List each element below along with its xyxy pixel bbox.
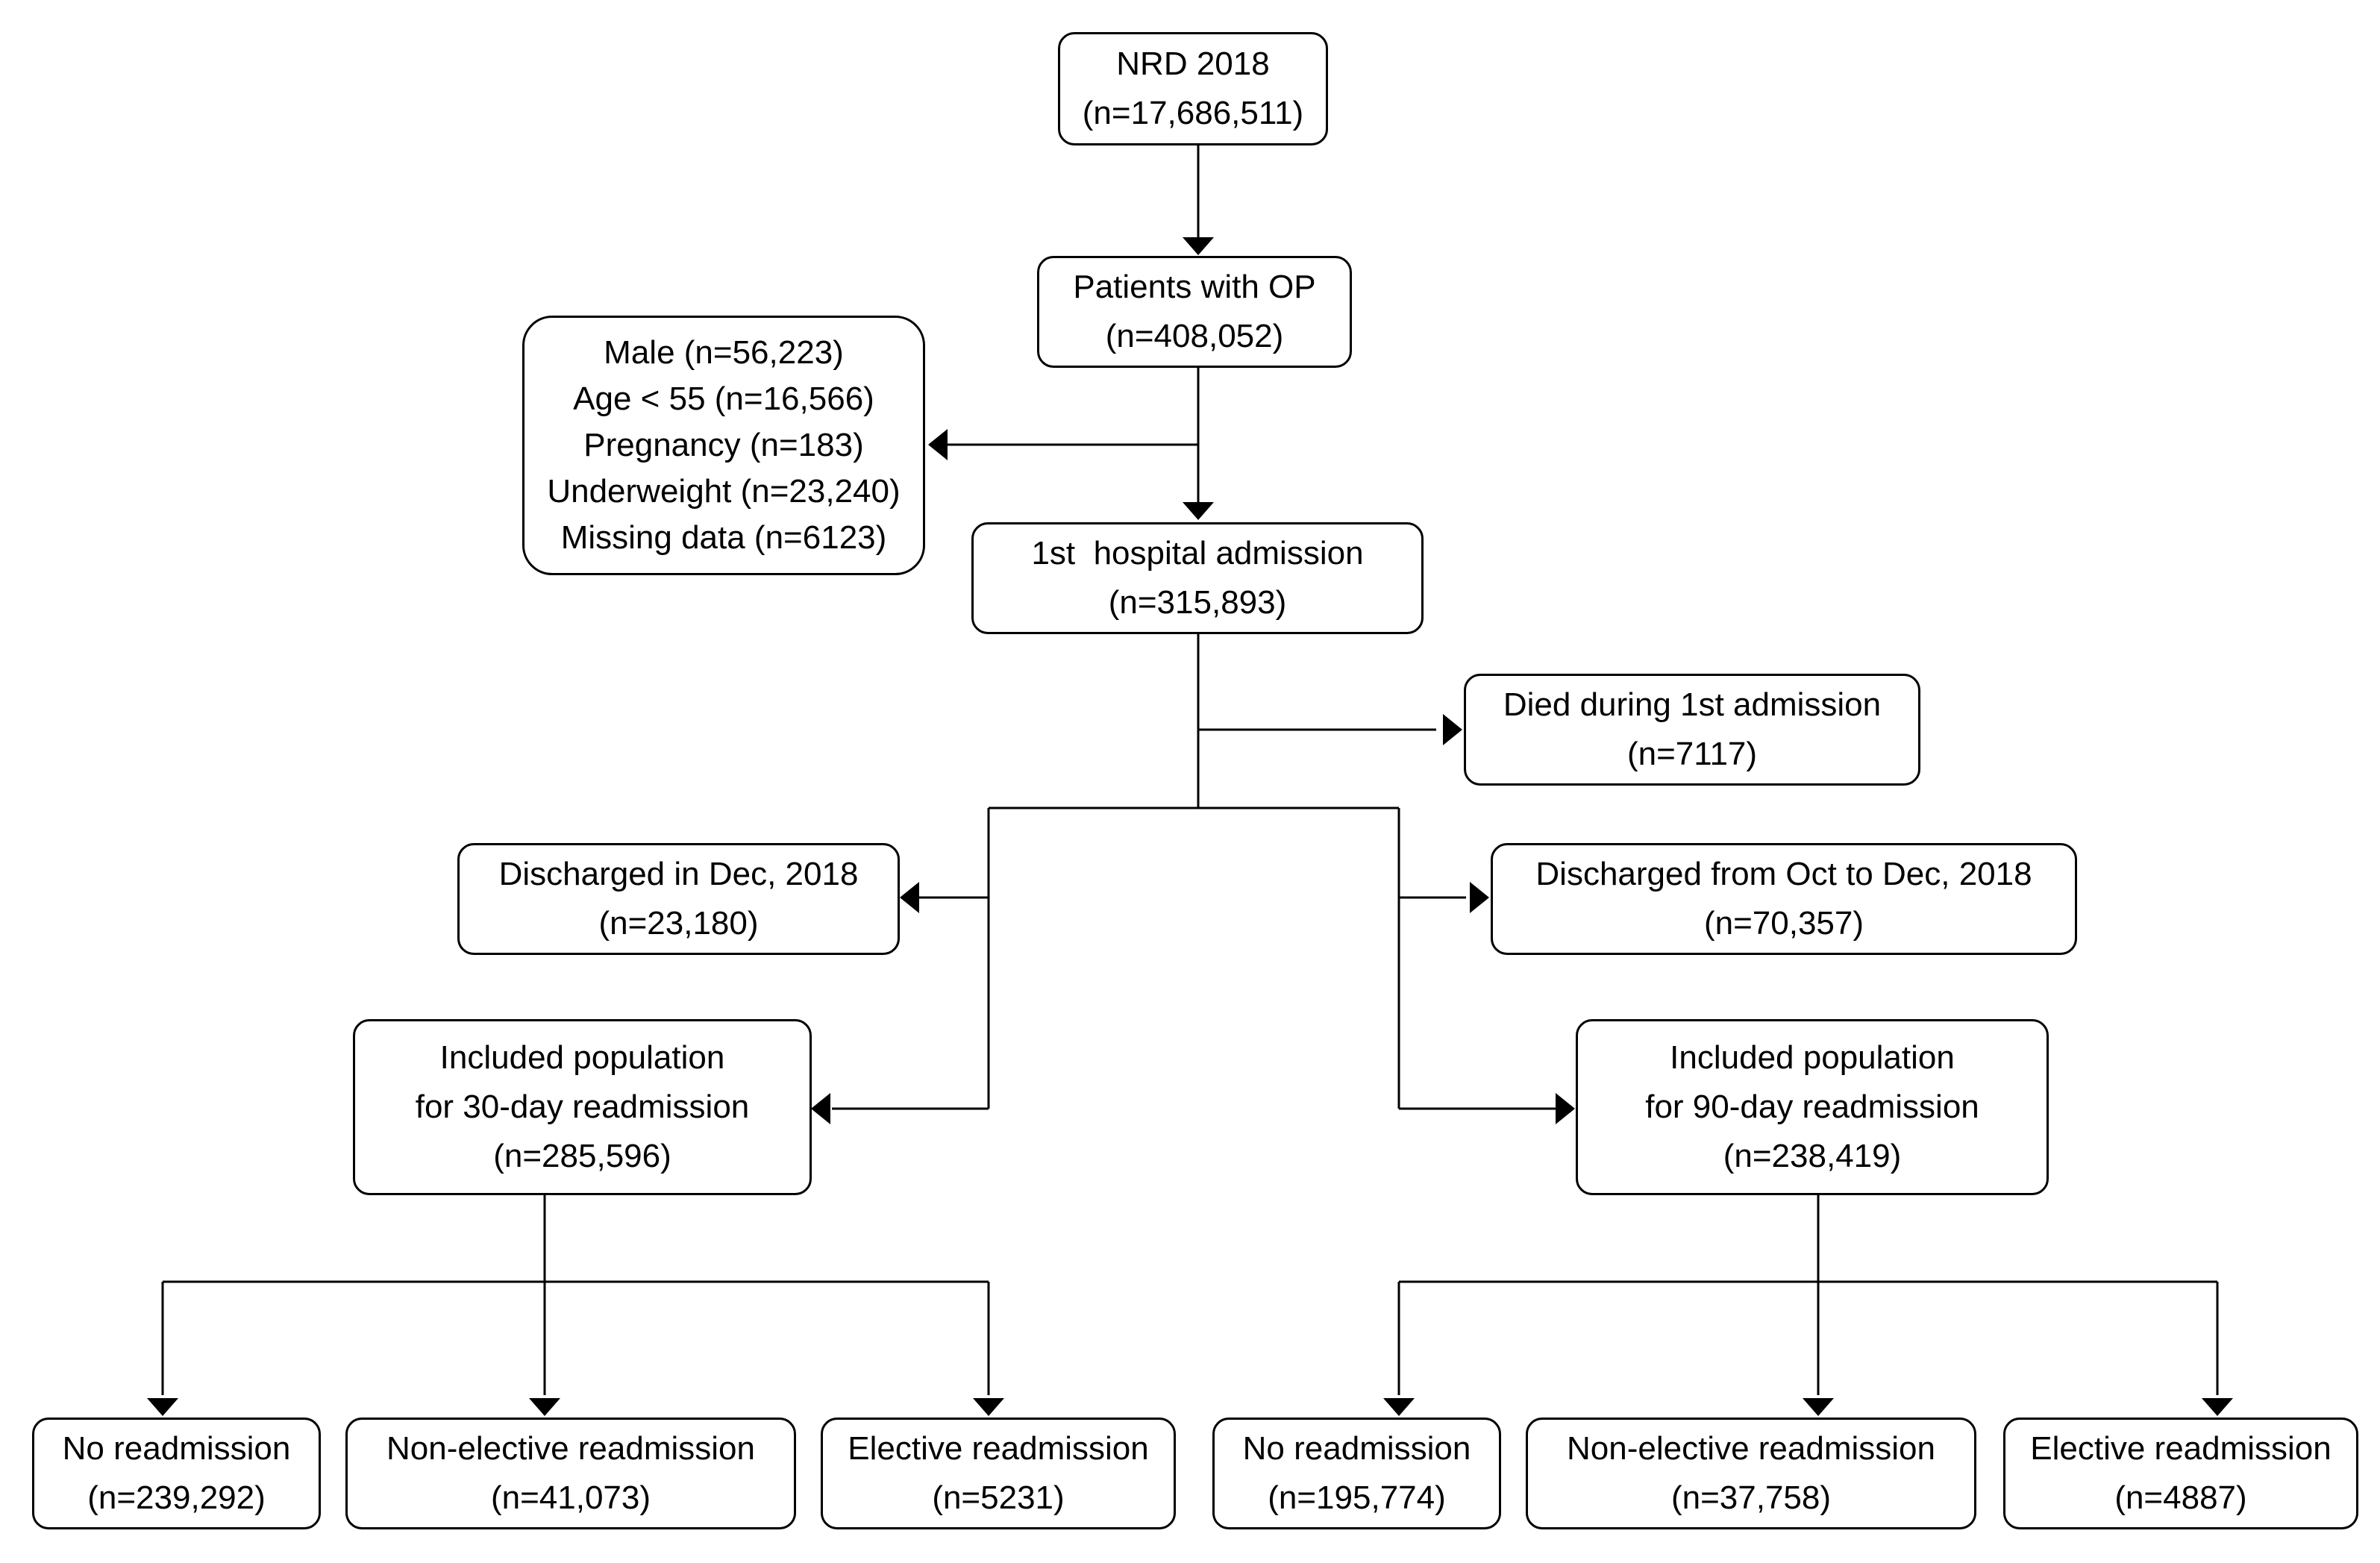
- box-patients-op: Patients with OP (n=408,052): [1037, 256, 1352, 368]
- box-text: No readmission: [62, 1430, 291, 1467]
- box-text: for 90-day readmission: [1645, 1089, 1979, 1125]
- excluded-item: Underweight (n=23,240): [547, 473, 901, 510]
- box-count: (n=4887): [2114, 1479, 2247, 1516]
- arrowhead: [147, 1398, 178, 1416]
- box-count: (n=195,774): [1268, 1479, 1446, 1516]
- box-count: (n=41,073): [490, 1479, 651, 1516]
- arrowhead: [1383, 1398, 1415, 1416]
- box-text: for 30-day readmission: [415, 1089, 750, 1125]
- box-count: (n=408,052): [1105, 318, 1284, 354]
- arrowhead: [1443, 714, 1462, 745]
- arrowhead: [973, 1398, 1004, 1416]
- arrowhead: [1470, 882, 1489, 913]
- box-nrd-2018: NRD 2018 (n=17,686,511): [1058, 32, 1328, 145]
- box-nonelective-30: Non-elective readmission (n=41,073): [345, 1418, 796, 1529]
- arrowhead: [928, 429, 948, 460]
- box-count: (n=315,893): [1108, 584, 1287, 621]
- box-text: Discharged in Dec, 2018: [498, 856, 859, 892]
- box-elective-30: Elective readmission (n=5231): [821, 1418, 1176, 1529]
- arrowhead: [2202, 1398, 2233, 1416]
- box-text: NRD 2018: [1116, 46, 1270, 82]
- box-elective-90: Elective readmission (n=4887): [2003, 1418, 2358, 1529]
- arrowhead: [811, 1093, 830, 1124]
- box-text: Discharged from Oct to Dec, 2018: [1535, 856, 2032, 892]
- excluded-item: Missing data (n=6123): [560, 519, 887, 556]
- box-first-admission: 1st hospital admission (n=315,893): [971, 522, 1424, 634]
- excluded-item: Pregnancy (n=183): [583, 427, 864, 463]
- box-text: No readmission: [1242, 1430, 1471, 1467]
- box-nonelective-90: Non-elective readmission (n=37,758): [1526, 1418, 1976, 1529]
- box-text: Elective readmission: [2030, 1430, 2332, 1467]
- box-text: 1st hospital admission: [1031, 535, 1364, 571]
- box-no-readmission-30: No readmission (n=239,292): [32, 1418, 321, 1529]
- box-included-30: Included population for 30-day readmissi…: [353, 1019, 812, 1195]
- box-count: (n=238,419): [1723, 1138, 1902, 1174]
- arrowhead: [1183, 502, 1214, 520]
- arrowhead: [529, 1398, 560, 1416]
- box-count: (n=70,357): [1703, 905, 1864, 942]
- excluded-item: Male (n=56,223): [604, 334, 844, 371]
- box-count: (n=17,686,511): [1082, 95, 1304, 131]
- box-discharged-oct-dec: Discharged from Oct to Dec, 2018 (n=70,3…: [1491, 843, 2077, 955]
- box-included-90: Included population for 90-day readmissi…: [1576, 1019, 2049, 1195]
- box-excluded: Male (n=56,223) Age < 55 (n=16,566) Preg…: [522, 316, 925, 575]
- box-count: (n=37,758): [1670, 1479, 1832, 1516]
- box-count: (n=239,292): [87, 1479, 266, 1516]
- box-text: Patients with OP: [1073, 269, 1316, 305]
- arrowhead: [1556, 1093, 1575, 1124]
- box-text: Non-elective readmission: [386, 1430, 755, 1467]
- box-discharged-dec: Discharged in Dec, 2018 (n=23,180): [457, 843, 900, 955]
- arrowhead: [900, 882, 919, 913]
- excluded-item: Age < 55 (n=16,566): [573, 380, 874, 417]
- box-text: Non-elective readmission: [1567, 1430, 1935, 1467]
- box-count: (n=285,596): [493, 1138, 671, 1174]
- box-count: (n=23,180): [598, 905, 759, 942]
- arrowhead: [1183, 237, 1214, 255]
- box-text: Elective readmission: [848, 1430, 1149, 1467]
- box-text: Included population: [439, 1039, 725, 1076]
- box-no-readmission-90: No readmission (n=195,774): [1212, 1418, 1501, 1529]
- box-text: Died during 1st admission: [1503, 686, 1882, 723]
- box-count: (n=7117): [1626, 736, 1758, 772]
- box-died: Died during 1st admission (n=7117): [1464, 674, 1920, 786]
- arrowhead: [1803, 1398, 1834, 1416]
- box-text: Included population: [1670, 1039, 1955, 1076]
- box-count: (n=5231): [932, 1479, 1065, 1516]
